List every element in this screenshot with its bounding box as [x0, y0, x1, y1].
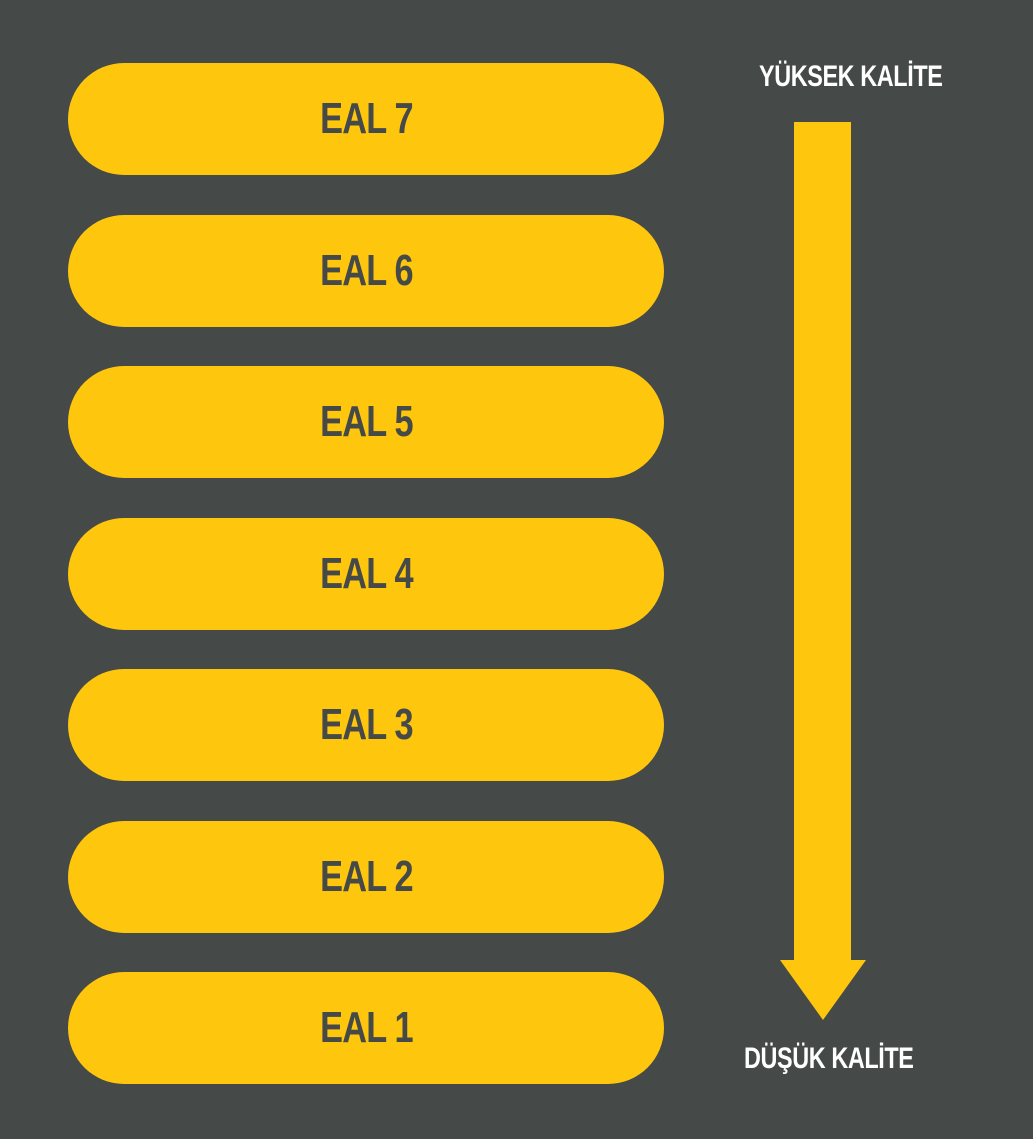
eal-level-3: EAL 3: [68, 669, 664, 781]
eal-level-label: EAL 6: [319, 245, 414, 295]
eal-level-label: EAL 3: [319, 700, 414, 749]
eal-level-label: EAL 5: [319, 397, 414, 446]
eal-level-5: EAL 5: [68, 366, 664, 478]
high-quality-label: YÜKSEK KALİTE: [759, 60, 943, 93]
eal-level-label: EAL 7: [319, 94, 414, 143]
eal-level-label: EAL 2: [319, 851, 414, 901]
eal-level-2: EAL 2: [68, 820, 664, 933]
eal-level-label: EAL 4: [319, 548, 414, 598]
arrow-shaft: [794, 122, 851, 962]
eal-level-6: EAL 6: [68, 214, 664, 327]
eal-level-7: EAL 7: [68, 63, 664, 175]
arrow-down-icon: [780, 122, 866, 1020]
eal-level-4: EAL 4: [68, 517, 664, 630]
arrow-head: [780, 960, 866, 1020]
eal-level-label: EAL 1: [319, 1003, 414, 1052]
low-quality-label: DÜŞÜK KALİTE: [744, 1042, 914, 1075]
eal-level-1: EAL 1: [68, 972, 664, 1084]
eal-level-list: EAL 7 EAL 6 EAL 5 EAL 4 EAL 3 EAL 2 EAL …: [68, 63, 664, 1084]
